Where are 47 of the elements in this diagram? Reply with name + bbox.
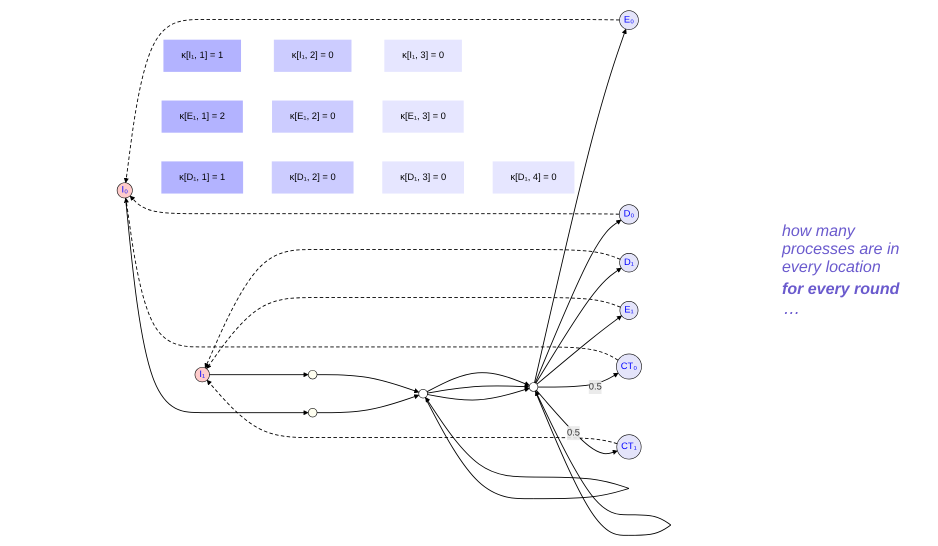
arrow <box>209 372 308 378</box>
node-circle: CT₀ <box>616 354 642 380</box>
node-circle <box>308 408 318 418</box>
node-circle: D₀ <box>618 204 639 224</box>
arrow <box>206 297 621 369</box>
node-box: κ[I₁, 2] = 0 <box>274 40 352 72</box>
arrow <box>536 316 622 385</box>
edge-label: 0.5 <box>566 428 580 438</box>
node-box: κ[D₁, 1] = 1 <box>161 161 244 194</box>
arrow <box>534 390 672 536</box>
node-box: κ[D₁, 3] = 0 <box>382 161 464 194</box>
node-circle: CT₁ <box>616 434 642 460</box>
node-circle: I₀ <box>116 182 133 198</box>
node-box: κ[E₁, 3] = 0 <box>382 100 464 133</box>
node-box: κ[D₁, 2] = 0 <box>272 161 354 194</box>
node-circle <box>418 389 428 398</box>
arrow <box>536 390 618 455</box>
arrow <box>537 372 618 388</box>
note-text: ⋯ <box>782 304 799 323</box>
arrow <box>535 268 622 384</box>
arrow <box>130 196 620 215</box>
arrow <box>316 374 420 394</box>
arrow <box>426 387 530 400</box>
arrow <box>125 198 308 416</box>
arrow <box>534 220 622 384</box>
arrow <box>316 394 420 414</box>
arrow <box>427 384 530 394</box>
node-box: κ[E₁, 2] = 0 <box>272 100 354 133</box>
node-circle <box>528 382 538 392</box>
arrow <box>124 198 619 361</box>
node-circle: D₁ <box>619 253 639 272</box>
arrow <box>426 372 530 392</box>
arrow <box>424 397 630 500</box>
node-circle: I₁ <box>194 367 210 382</box>
node-box: κ[I₁, 3] = 0 <box>384 40 462 72</box>
arrow <box>204 249 621 368</box>
arrow <box>206 380 618 444</box>
edge-label: 0.5 <box>588 382 602 392</box>
arrow <box>124 19 620 184</box>
note-text: for every round <box>782 281 901 299</box>
node-box: κ[D₁, 4] = 0 <box>492 161 574 194</box>
node-circle: E₁ <box>620 301 638 320</box>
node-box: κ[I₁, 1] = 1 <box>163 40 242 72</box>
arrow <box>534 28 627 384</box>
node-box: κ[E₁, 1] = 2 <box>162 100 243 133</box>
node-circle: E₀ <box>619 10 639 30</box>
node-circle <box>308 370 318 380</box>
